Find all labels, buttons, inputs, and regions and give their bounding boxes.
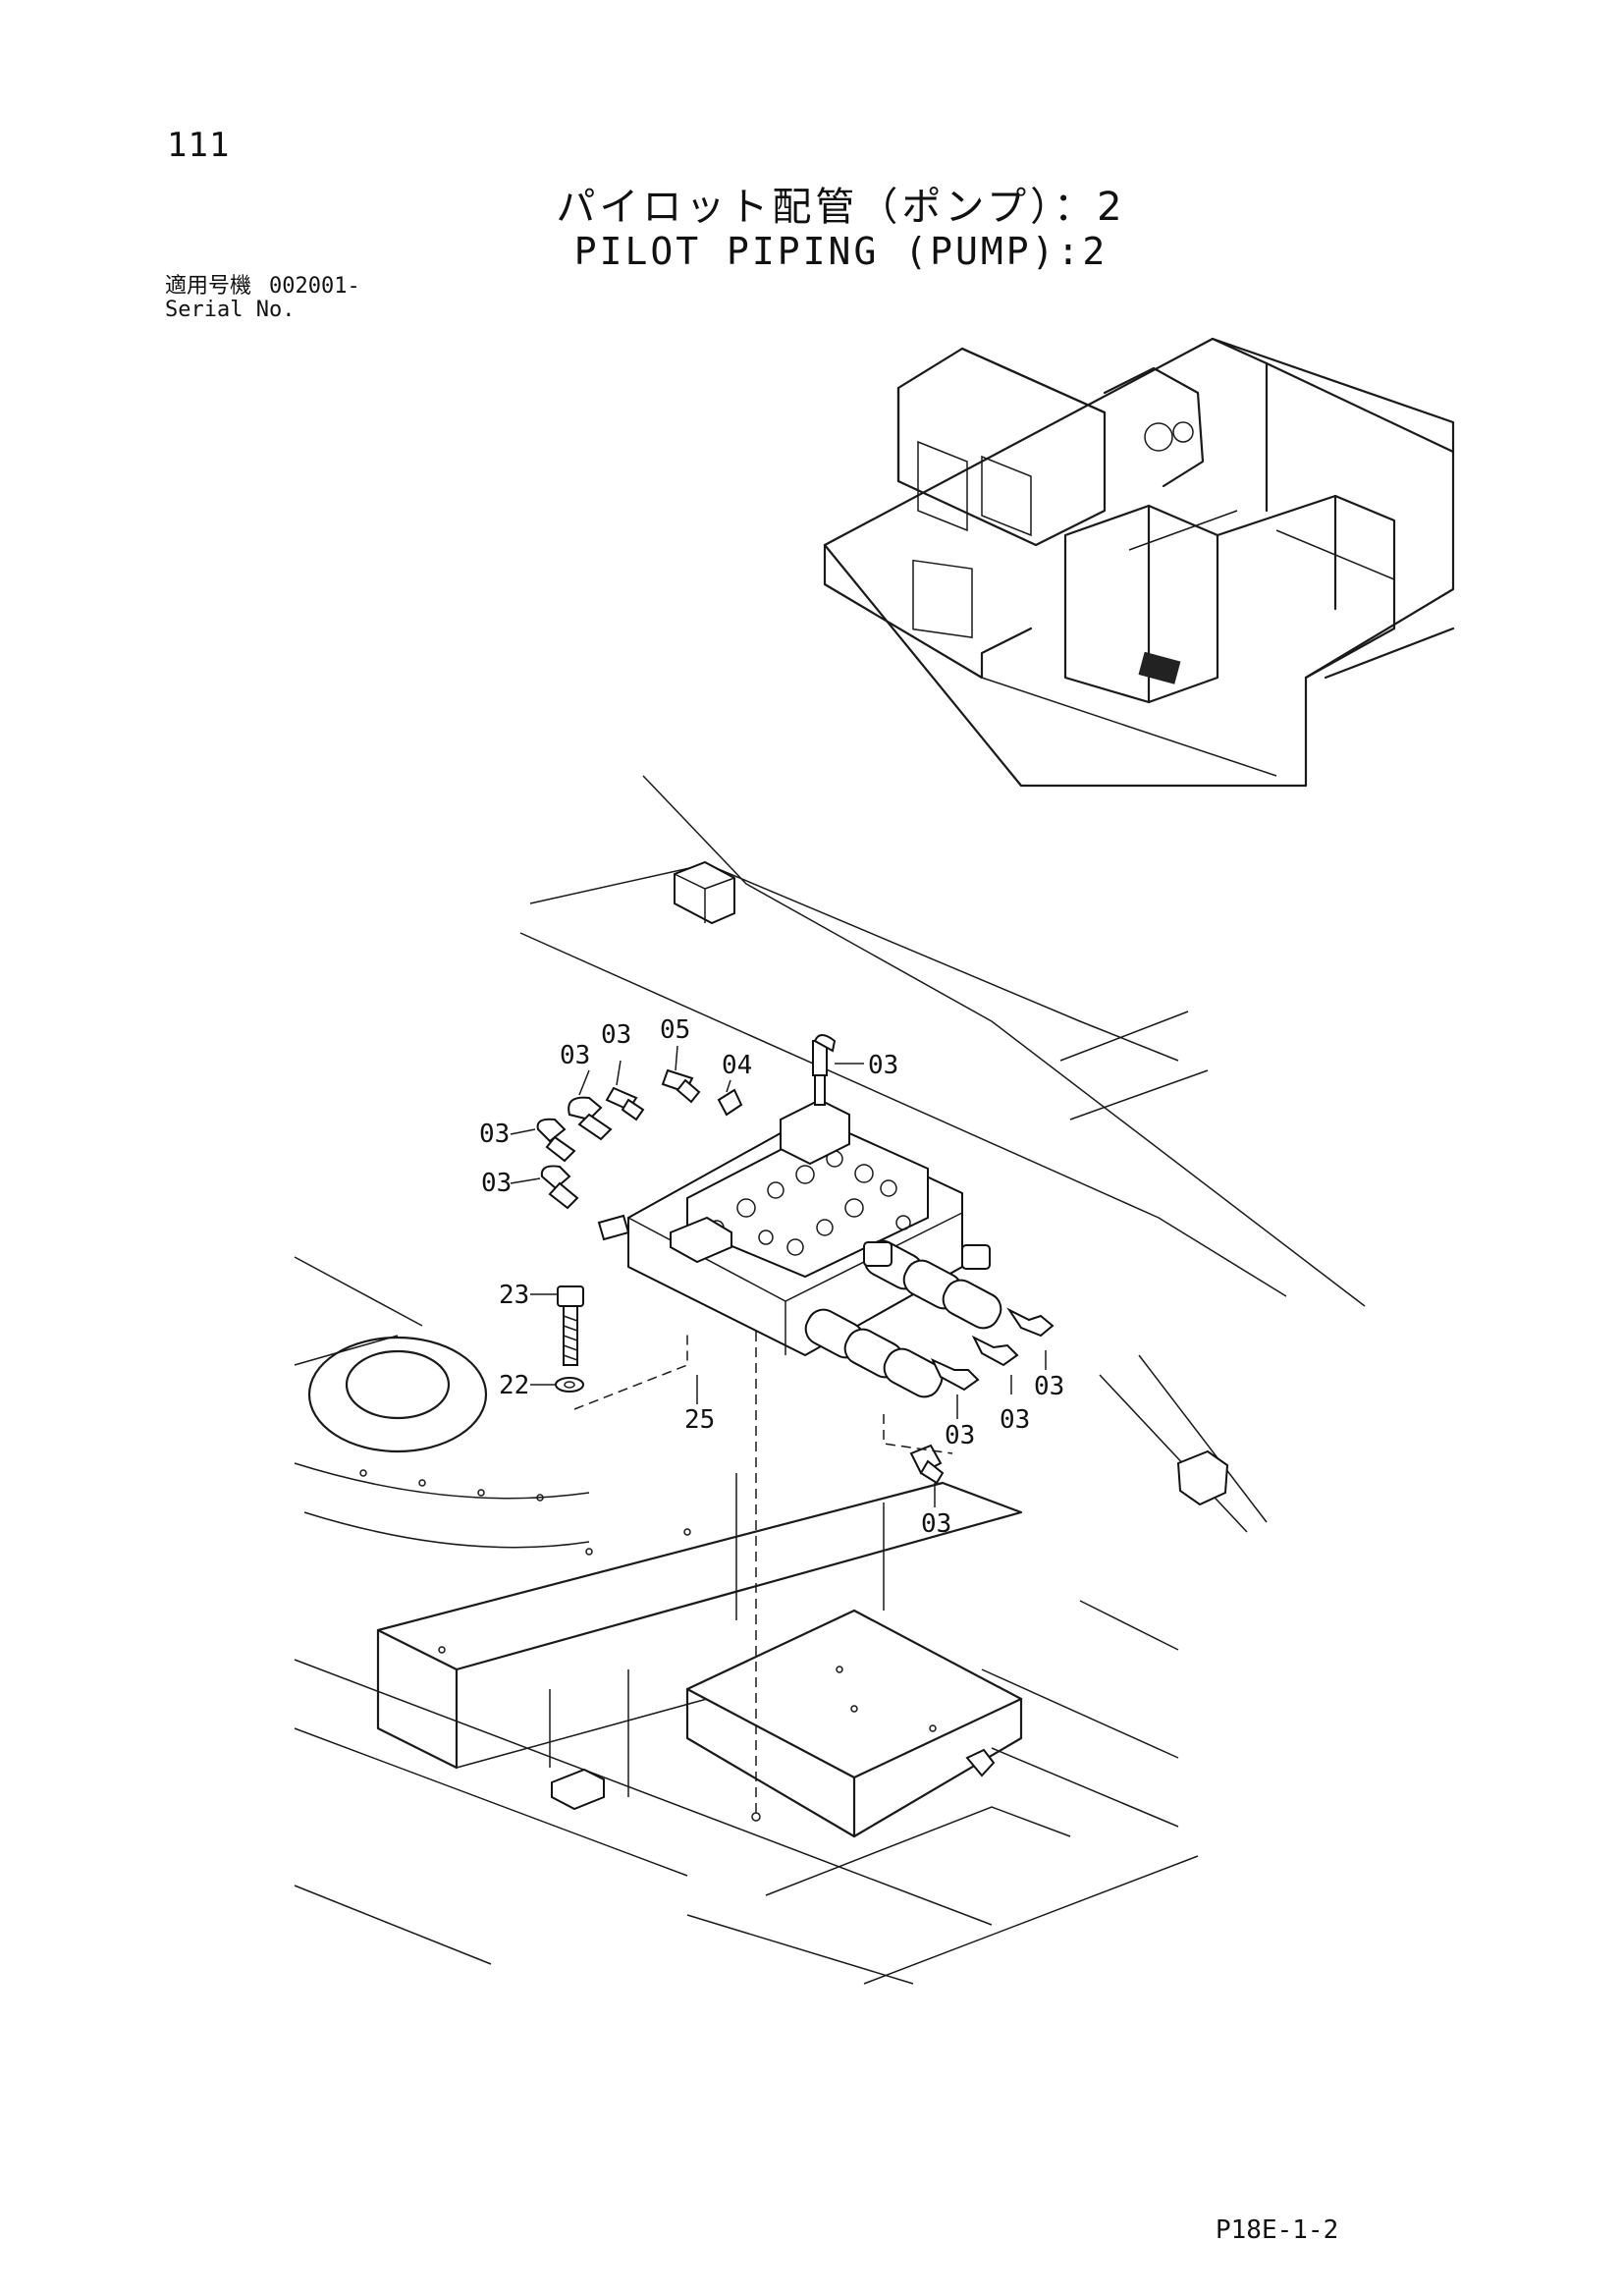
callout-leaders	[510, 1045, 1047, 1507]
callout-label: 03	[868, 1051, 898, 1080]
callout-label: 22	[499, 1371, 529, 1400]
callout-label: 04	[722, 1051, 752, 1080]
callout-labels: 03 03 05 04 03 03 03 23 22 25 03 03 03 0…	[479, 1015, 1064, 1539]
washer	[555, 1377, 584, 1393]
page-title-japanese: パイロット配管（ポンプ）：2	[556, 185, 1126, 230]
serial-label-japanese: 適用号機	[165, 274, 252, 299]
serial-block: 適用号機 002001- Serial No.	[165, 275, 360, 322]
document-code: P18E-1-2	[1216, 2215, 1339, 2245]
serial-label-english: Serial No.	[165, 298, 296, 322]
callout-label: 03	[921, 1509, 951, 1539]
callout-label: 03	[479, 1120, 510, 1149]
callout-label: 03	[601, 1020, 631, 1050]
fittings	[536, 1034, 1055, 1485]
callout-label: 03	[945, 1421, 975, 1450]
bolt-head	[557, 1285, 584, 1307]
upper-frame-drawing	[294, 775, 1366, 1985]
callout-label: 03	[1034, 1372, 1064, 1401]
page-number: 111	[167, 126, 231, 165]
callout-label: 03	[1000, 1405, 1030, 1435]
pilot-valve-assembly-drawing	[536, 1034, 1055, 1822]
callout-label: 25	[684, 1405, 715, 1435]
machine-overview-drawing	[823, 337, 1455, 788]
callout-label: 03	[560, 1041, 590, 1070]
callout-label: 03	[481, 1169, 512, 1198]
page-title-english: PILOT PIPING (PUMP):2	[573, 230, 1109, 273]
serial-value: 002001-	[269, 274, 360, 299]
callout-label: 23	[499, 1281, 529, 1310]
solenoid-cylinders	[804, 1239, 1002, 1398]
callout-label: 05	[660, 1015, 690, 1045]
